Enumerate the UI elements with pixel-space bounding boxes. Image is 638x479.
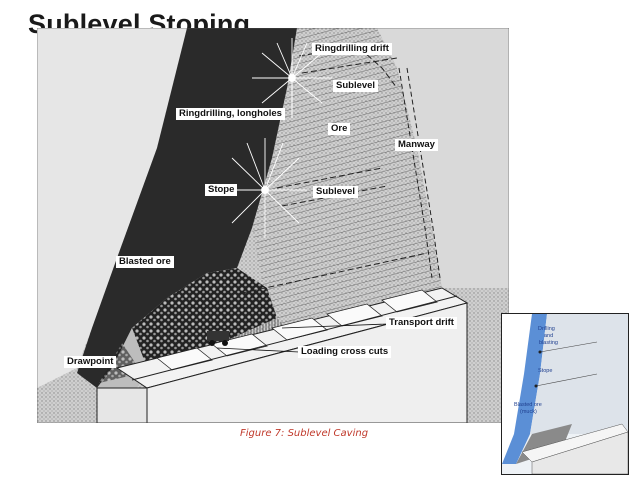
label-stope: Stope: [205, 184, 238, 196]
ringdrilling-fan-top: [252, 38, 332, 118]
inset-label-drilling-3: blasting: [539, 340, 558, 346]
inset-label-drilling-1: Drilling: [538, 326, 555, 332]
label-ringdrilling-drift: Ringdrilling drift: [312, 43, 392, 55]
label-drawpoint: Drawpoint: [64, 356, 117, 368]
transport-drift: [131, 295, 458, 381]
inset-label-blasted-ore-1: Blasted ore: [514, 402, 542, 408]
inset-sublevel-illustration: [502, 314, 628, 474]
inset-label-stope: Stope: [538, 368, 553, 374]
sublevel-stoping-diagram: [37, 28, 509, 423]
loader-vehicle: [207, 331, 229, 346]
inset-label-drilling-2: and: [544, 333, 554, 339]
label-ringdrilling-longholes: Ringdrilling, longholes: [176, 108, 285, 120]
label-blasted-ore: Blasted ore: [116, 256, 174, 268]
inset-label-blasted-ore-2: (muck): [520, 409, 537, 415]
blasted-ore-pile: [132, 268, 277, 368]
label-manway: Manway: [395, 139, 438, 151]
ore-hatched-zone: [252, 28, 442, 328]
inset-diagram: Drilling and blasting Stope Blasted ore …: [501, 313, 629, 475]
label-loading-cross-cuts: Loading cross cuts: [298, 346, 392, 358]
label-sublevel-mid: Sublevel: [313, 186, 359, 198]
figure-caption: Figure 7: Sublevel Caving: [240, 428, 369, 439]
loading-cross-cuts: [156, 289, 438, 371]
label-ore: Ore: [328, 123, 351, 135]
label-sublevel-top: Sublevel: [333, 80, 379, 92]
manway: [398, 67, 441, 279]
label-transport-drift: Transport drift: [386, 317, 457, 329]
ringdrilling-fan-mid: [222, 138, 307, 238]
